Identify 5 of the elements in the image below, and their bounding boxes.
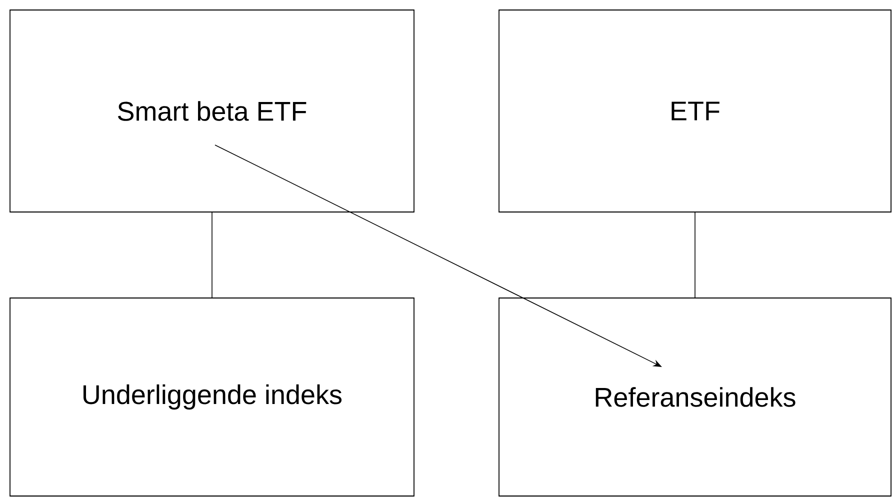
- box: Referanseindeks: [498, 298, 892, 496]
- connector-line: [694, 212, 696, 298]
- box: ETF: [498, 10, 892, 212]
- box: Smart beta ETF: [10, 10, 414, 212]
- box: Underliggende indeks: [10, 298, 414, 496]
